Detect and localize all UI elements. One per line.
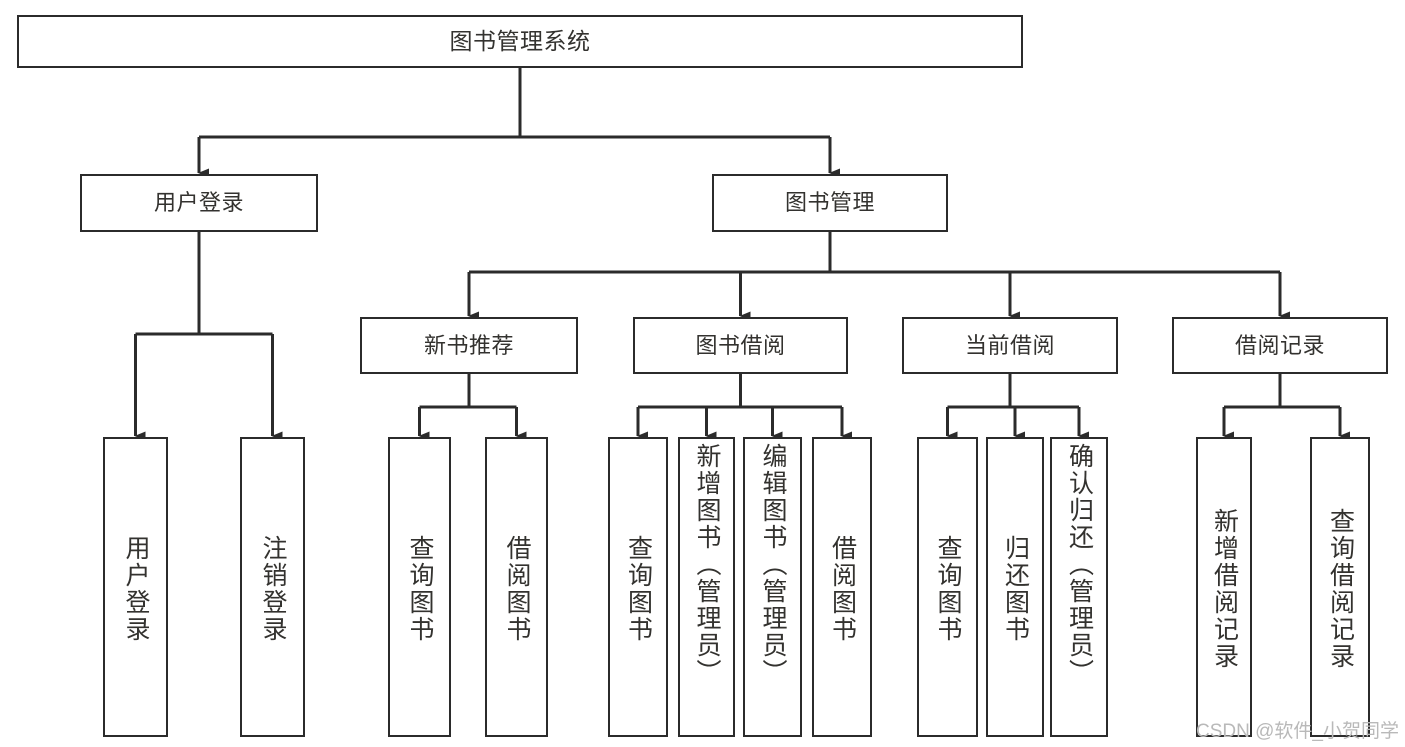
connector-lines: [134, 68, 1350, 441]
node-label: 借阅记录: [1234, 332, 1325, 358]
node-leaf-query-book-2[interactable]: 查询图书: [608, 437, 668, 737]
node-label: 新增图书（管理员）: [693, 443, 721, 686]
node-label: 编辑图书（管理员）: [759, 443, 787, 686]
node-label: 查询图书: [406, 535, 434, 643]
node-user-login[interactable]: 用户登录: [80, 174, 318, 232]
node-new-book-rec[interactable]: 新书推荐: [360, 317, 578, 374]
node-label: 图书管理系统: [449, 27, 591, 54]
node-label: 图书管理: [784, 190, 875, 216]
node-borrow-record[interactable]: 借阅记录: [1172, 317, 1388, 374]
node-leaf-query-record[interactable]: 查询借阅记录: [1310, 437, 1370, 737]
node-label: 新书推荐: [423, 332, 514, 358]
node-label: 借阅图书: [828, 535, 857, 643]
node-label: 归还图书: [1001, 535, 1030, 643]
node-label: 用户登录: [122, 535, 150, 643]
node-leaf-add-book[interactable]: 新增图书（管理员）: [678, 437, 735, 737]
node-label: 注销登录: [259, 535, 287, 643]
node-leaf-edit-book[interactable]: 编辑图书（管理员）: [743, 437, 802, 737]
node-leaf-add-record[interactable]: 新增借阅记录: [1196, 437, 1252, 737]
node-leaf-confirm-return[interactable]: 确认归还（管理员）: [1050, 437, 1108, 737]
node-label: 用户登录: [153, 190, 244, 216]
node-label: 查询图书: [934, 535, 962, 643]
node-leaf-query-book-3[interactable]: 查询图书: [917, 437, 978, 737]
node-label: 查询图书: [624, 535, 653, 643]
node-leaf-borrow-book-1[interactable]: 借阅图书: [485, 437, 548, 737]
node-root[interactable]: 图书管理系统: [17, 15, 1023, 68]
node-label: 借阅图书: [503, 535, 531, 643]
node-leaf-user-login[interactable]: 用户登录: [103, 437, 168, 737]
node-label: 确认归还（管理员）: [1065, 443, 1094, 686]
node-leaf-query-book-1[interactable]: 查询图书: [388, 437, 451, 737]
node-label: 当前借阅: [964, 332, 1055, 358]
node-label: 查询借阅记录: [1326, 508, 1355, 670]
node-leaf-logout[interactable]: 注销登录: [240, 437, 305, 737]
node-book-manage[interactable]: 图书管理: [712, 174, 948, 232]
node-label: 新增借阅记录: [1210, 508, 1239, 670]
node-book-borrow[interactable]: 图书借阅: [633, 317, 848, 374]
node-leaf-return-book[interactable]: 归还图书: [986, 437, 1044, 737]
node-current-borrow[interactable]: 当前借阅: [902, 317, 1118, 374]
node-label: 图书借阅: [695, 332, 786, 358]
watermark-label: CSDN @软件_小贺同学: [1196, 721, 1399, 742]
node-leaf-borrow-book-2[interactable]: 借阅图书: [812, 437, 872, 737]
